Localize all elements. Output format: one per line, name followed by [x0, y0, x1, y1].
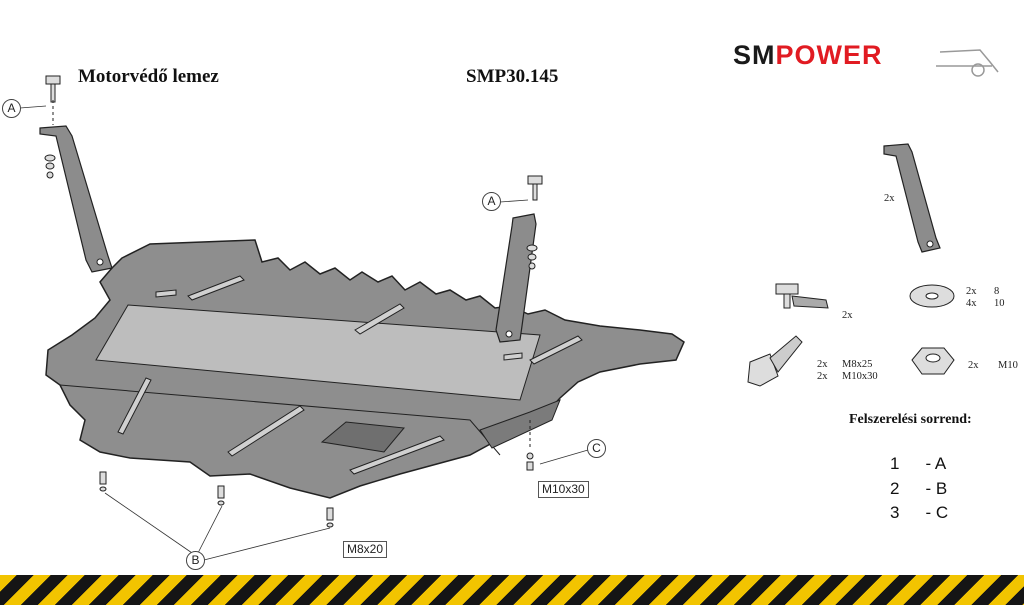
callout-a-left: A	[2, 99, 21, 118]
right-bracket-fasteners	[526, 175, 543, 270]
bolt-size-m10x30: M10x30	[538, 481, 589, 498]
washer-qty-2: 4x	[966, 298, 977, 309]
order-step-letter: - B	[925, 479, 948, 498]
left-bracket-fasteners	[44, 75, 61, 179]
part-bracket-icon	[883, 143, 941, 253]
part-nut-icon	[911, 347, 955, 375]
washer-size-2: 10	[994, 298, 1005, 309]
bolt-qty-2: 2x	[817, 371, 828, 382]
diagram-title: Motorvédő lemez	[78, 66, 219, 87]
hazard-stripe-footer	[0, 575, 1024, 605]
callout-b: B	[186, 551, 205, 570]
washer-size-1: 8	[994, 286, 1000, 297]
order-row-1: 1 - A	[890, 454, 946, 474]
callout-c: C	[587, 439, 606, 458]
installation-order-title: Felszerelési sorrend:	[849, 412, 972, 427]
part-bolt-icon	[747, 335, 803, 387]
brand-logo-sm: SM	[733, 40, 776, 70]
part-clip-icon	[775, 283, 829, 309]
order-step-number: 2	[890, 479, 900, 498]
skid-plate	[45, 239, 685, 499]
logo-motorbike-icon	[936, 49, 999, 77]
callout-a-right: A	[482, 192, 501, 211]
part-washer-icon	[909, 284, 955, 308]
order-step-number: 1	[890, 454, 900, 473]
order-row-3: 3 - C	[890, 503, 948, 523]
c-bolt	[526, 420, 534, 471]
bolt-size-m8x20: M8x20	[343, 541, 388, 558]
order-row-2: 2 - B	[890, 479, 947, 499]
order-step-letter: - A	[925, 454, 947, 473]
bolt-qty-1: 2x	[817, 359, 828, 370]
clip-qty: 2x	[842, 310, 853, 321]
washer-qty-1: 2x	[966, 286, 977, 297]
bolt-size-2: M10x30	[842, 371, 878, 382]
b-bolts	[99, 471, 334, 528]
callout-leaders	[19, 105, 589, 561]
order-step-letter: - C	[925, 503, 949, 522]
brand-logo-power: POWER	[775, 40, 883, 70]
brand-logo: SMPOWER	[733, 40, 883, 71]
left-bracket	[39, 125, 113, 273]
order-step-number: 3	[890, 503, 900, 522]
bracket-qty: 2x	[884, 193, 895, 204]
nut-size: M10	[998, 360, 1018, 371]
product-code: SMP30.145	[466, 66, 559, 87]
nut-qty: 2x	[968, 360, 979, 371]
bolt-size-1: M8x25	[842, 359, 873, 370]
right-bracket	[495, 213, 537, 343]
